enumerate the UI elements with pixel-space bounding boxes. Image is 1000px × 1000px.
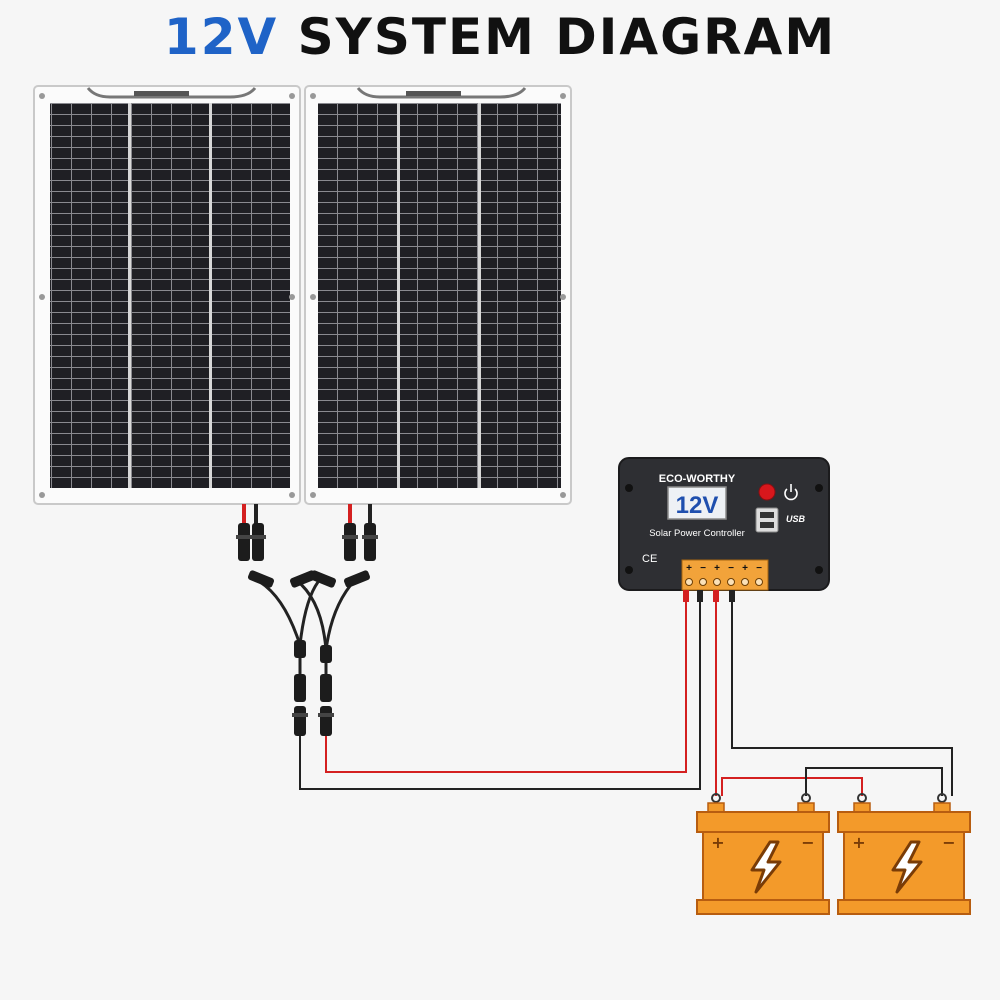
solar-panel-left [33, 85, 301, 505]
panel-leads [242, 504, 372, 525]
battery-right: + − [837, 793, 971, 915]
terminal-symbol: + [742, 563, 748, 574]
solar-panel-right [304, 85, 572, 505]
terminal-symbol: + [686, 563, 692, 574]
charge-controller: ECO-WORTHY 12V Solar Power Controller CE… [618, 457, 830, 602]
usb-icon: USB [786, 514, 806, 524]
battery-left: + − [696, 793, 830, 915]
diagram-title: 12V SYSTEM DIAGRAM [0, 8, 1000, 78]
battery-minus: − [942, 833, 955, 852]
battery-minus: − [801, 833, 814, 852]
branch-connector [247, 570, 371, 736]
title-voltage: 12V [163, 8, 279, 66]
terminal-symbol: − [728, 563, 734, 574]
controller-brand: ECO-WORTHY [659, 473, 736, 485]
controller-label: Solar Power Controller [649, 528, 745, 539]
power-icon [784, 484, 798, 501]
lightning-icon [891, 840, 923, 894]
battery-wires [715, 600, 953, 796]
lightning-icon [750, 840, 782, 894]
controller-voltage-display: 12V [676, 492, 719, 519]
battery-plus: + [711, 833, 724, 852]
terminal-symbol: + [714, 563, 720, 574]
indicator-light [758, 483, 776, 501]
mc4-connector [236, 523, 378, 561]
title-text: SYSTEM DIAGRAM [297, 8, 837, 66]
terminal-symbol: − [756, 563, 762, 574]
terminal-block: + − + − + − [681, 559, 769, 591]
pv-wires [299, 600, 701, 790]
ce-mark: CE [642, 553, 657, 565]
terminal-symbol: − [700, 563, 706, 574]
usb-ports [755, 507, 779, 533]
battery-plus: + [852, 833, 865, 852]
